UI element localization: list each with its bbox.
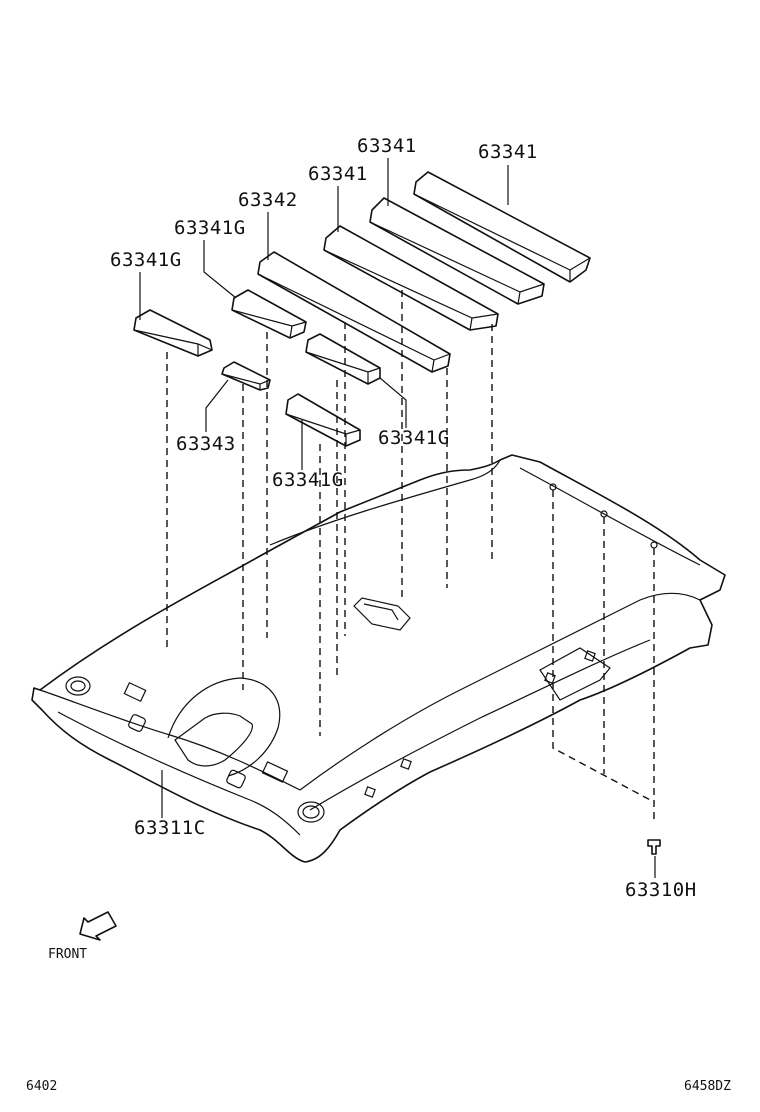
label-63341-rear: 63341 xyxy=(478,141,538,163)
pad-63341G-lower xyxy=(285,393,361,447)
label-63341-upper: 63341 xyxy=(357,135,417,157)
part-labels: 63341 63341 63341 63342 63341G 63341G 63… xyxy=(110,135,697,901)
headliner-panel xyxy=(31,454,726,863)
pad-63341G-middle xyxy=(305,333,381,385)
label-63341-middle: 63341 xyxy=(308,163,368,185)
front-arrow-icon xyxy=(79,911,117,941)
label-63310H: 63310H xyxy=(625,879,697,901)
clip-63310H xyxy=(647,839,661,855)
label-63311C: 63311C xyxy=(134,817,206,839)
label-63341G-middle: 63341G xyxy=(378,427,450,449)
footer-left-code: 6402 xyxy=(26,1079,57,1094)
absorber-pads xyxy=(133,171,591,447)
front-label: FRONT xyxy=(48,947,87,962)
label-63343: 63343 xyxy=(176,433,236,455)
footer-right-code: 6458DZ xyxy=(684,1079,731,1094)
front-indicator: FRONT xyxy=(48,911,117,962)
leader-lines xyxy=(139,158,656,878)
label-63341G-left: 63341G xyxy=(110,249,182,271)
pad-63341G-upper xyxy=(231,289,307,339)
label-63341G-upper: 63341G xyxy=(174,217,246,239)
label-63341G-lower: 63341G xyxy=(272,469,344,491)
label-63342: 63342 xyxy=(238,189,298,211)
placement-lines xyxy=(166,290,655,822)
